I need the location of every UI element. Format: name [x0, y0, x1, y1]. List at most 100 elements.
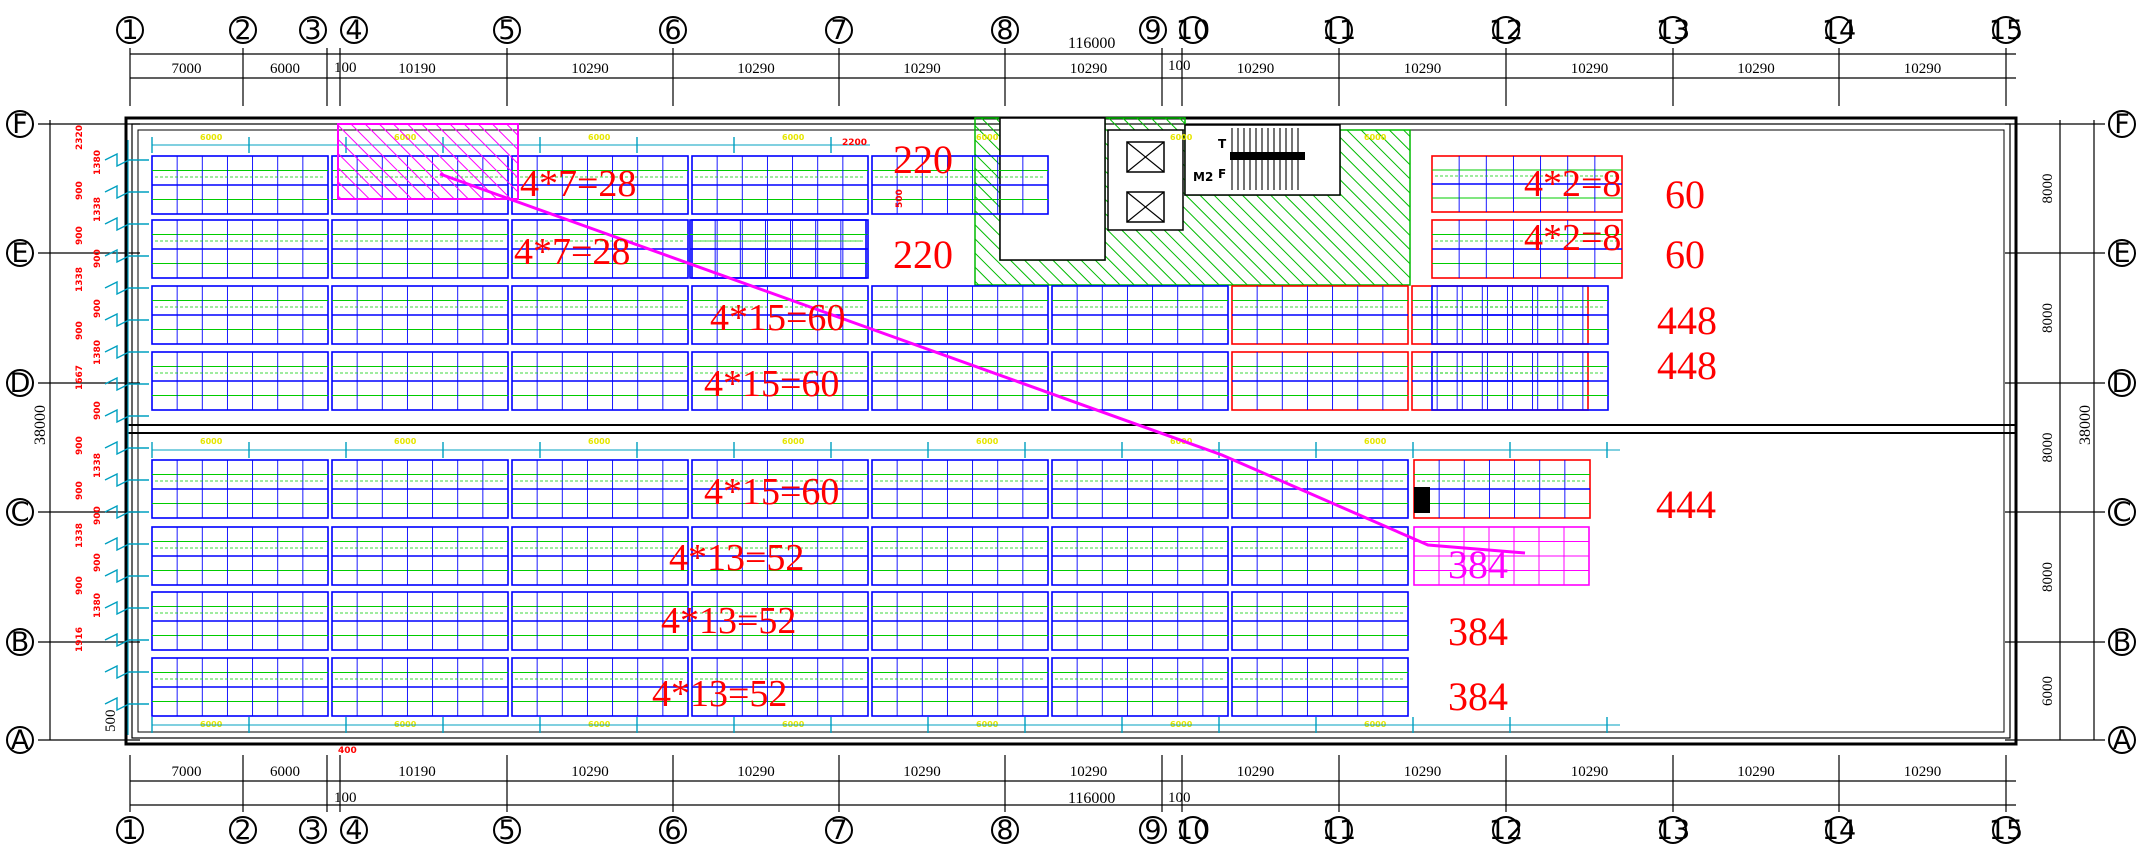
- grid-row-left-C-circle: [6, 498, 34, 526]
- row-b2-module-4: [691, 591, 869, 651]
- row-b1-module-1: [151, 526, 329, 586]
- top-span-11: 10290: [1737, 61, 1775, 77]
- top-span-10: 10290: [1571, 61, 1609, 77]
- grid-col-bottom-3: 3: [304, 815, 321, 846]
- dimension-lines: [49, 53, 2095, 806]
- grid-row-left-D: D: [10, 368, 31, 399]
- right-span-2: 8000: [2040, 303, 2056, 333]
- left-connector-2: [104, 216, 149, 232]
- dim-500: 500: [895, 189, 905, 208]
- left-side-dimensions: 2320138090013389009001338900900138016679…: [75, 125, 149, 735]
- row-c-red-module-1: [1413, 459, 1591, 519]
- bottom-span-11: 10290: [1737, 764, 1775, 780]
- grid-row-right-A: A: [2113, 725, 2132, 756]
- grid-col-top-12-circle: [1492, 16, 1520, 44]
- grid-row-left-D-circle: [6, 369, 34, 397]
- grid-col-top-1: 1: [121, 15, 138, 46]
- row-a-module-7: [1231, 657, 1409, 717]
- grid-col-bottom-11: 11: [1322, 815, 1356, 846]
- grid-col-bottom-15: 15: [1989, 815, 2023, 846]
- grid-col-top-3-circle: [299, 16, 327, 44]
- left-label-0: 2320: [75, 125, 85, 150]
- row-e1-module-3: [511, 219, 689, 279]
- row-e1-module-2: [331, 219, 509, 279]
- left-connector-0: [104, 152, 149, 168]
- grid-col-bottom-9-circle: [1139, 816, 1167, 844]
- array-label-6: 4*13=52: [669, 537, 804, 579]
- left-label-14: 900: [75, 481, 85, 500]
- yellow-dim-0-6: 6000: [1364, 133, 1387, 142]
- row-b1-module-5: [871, 526, 1049, 586]
- grid-col-bottom-2-circle: [229, 816, 257, 844]
- left-label-20: 1916: [75, 627, 85, 652]
- grid-col-top-15-circle: [1992, 16, 2020, 44]
- grid-col-bottom-14-circle: [1825, 816, 1853, 844]
- grid-row-left-E-circle: [6, 239, 34, 267]
- array-label-2: 4*7=28: [514, 231, 630, 273]
- row-c-module-1: [151, 459, 329, 519]
- grid-col-top-14: 14: [1822, 15, 1856, 46]
- grid-col-top-4: 4: [345, 15, 362, 46]
- leader-line: [439, 172, 1526, 555]
- left-connector-6: [104, 344, 149, 360]
- grid-col-bottom-4: 4: [345, 815, 362, 846]
- grid-col-bottom-8: 8: [996, 815, 1013, 846]
- array-count-7: 384: [1448, 609, 1508, 654]
- yellow-dim-1-1: 6000: [394, 437, 417, 446]
- door-label: M2: [1193, 170, 1213, 184]
- yellow-dim-1-0: 6000: [200, 437, 223, 446]
- right-span-4: 8000: [2040, 562, 2056, 592]
- array-count-2: 220: [893, 232, 953, 277]
- array-count-1: 220: [893, 137, 953, 182]
- grid-col-bottom-15-circle: [1992, 816, 2020, 844]
- yellow-dim-1-3: 6000: [782, 437, 805, 446]
- grid-col-bottom-4-circle: [340, 816, 368, 844]
- grid-row-right-D: D: [2112, 368, 2133, 399]
- side-array-count-1: 60: [1665, 172, 1705, 217]
- grid-col-bottom-5: 5: [498, 815, 515, 846]
- bottom-span-5: 10290: [737, 764, 775, 780]
- bottom-offset-1: 100: [334, 790, 357, 806]
- grid-col-top-5-circle: [493, 16, 521, 44]
- grid-col-top-14-circle: [1825, 16, 1853, 44]
- bottom-span-9: 10290: [1404, 764, 1442, 780]
- bottom-span-1: 7000: [172, 764, 202, 780]
- top-span-3: 10190: [398, 61, 436, 77]
- grid-row-left-F: F: [12, 109, 28, 140]
- grid-row-left-A: A: [11, 725, 30, 756]
- row-e-d-module-3: [511, 285, 689, 345]
- row-b2-module-6: [1051, 591, 1229, 651]
- column-grid-ticks: [129, 48, 2007, 812]
- yellow-dim-0-2: 6000: [588, 133, 611, 142]
- row-e-d-last-module-1: [1431, 285, 1609, 345]
- row-b2-module-1: [151, 591, 329, 651]
- top-span-6: 10290: [903, 61, 941, 77]
- left-label-19: 1380: [93, 593, 103, 618]
- row-d-module-4: [691, 351, 869, 411]
- left-label-17: 900: [93, 553, 103, 572]
- grid-col-bottom-12: 12: [1489, 815, 1523, 846]
- right-total-dimension: 38000: [2077, 405, 2094, 445]
- row-c-module-6: [1051, 459, 1229, 519]
- grid-col-bottom-6-circle: [659, 816, 687, 844]
- top-total-dimension: 116000: [1068, 35, 1115, 52]
- row-a-module-6: [1051, 657, 1229, 717]
- array-label-4: 4*15=60: [704, 363, 839, 405]
- grid-col-top-7-circle: [825, 16, 853, 44]
- magenta-array: [1413, 526, 1590, 586]
- top-span-2: 6000: [270, 61, 300, 77]
- right-span-1: 8000: [2040, 174, 2056, 204]
- left-connector-11: [104, 504, 149, 520]
- grid-col-bottom-1-circle: [116, 816, 144, 844]
- grid-col-top-8-circle: [991, 16, 1019, 44]
- left-connector-17: [104, 696, 149, 712]
- grid-col-bottom-7-circle: [825, 816, 853, 844]
- top-span-9: 10290: [1404, 61, 1442, 77]
- row-d-module-2: [331, 351, 509, 411]
- grid-col-bottom-3-circle: [299, 816, 327, 844]
- row-e2-module-1: [689, 219, 867, 279]
- right-span-5: 6000: [2040, 676, 2056, 706]
